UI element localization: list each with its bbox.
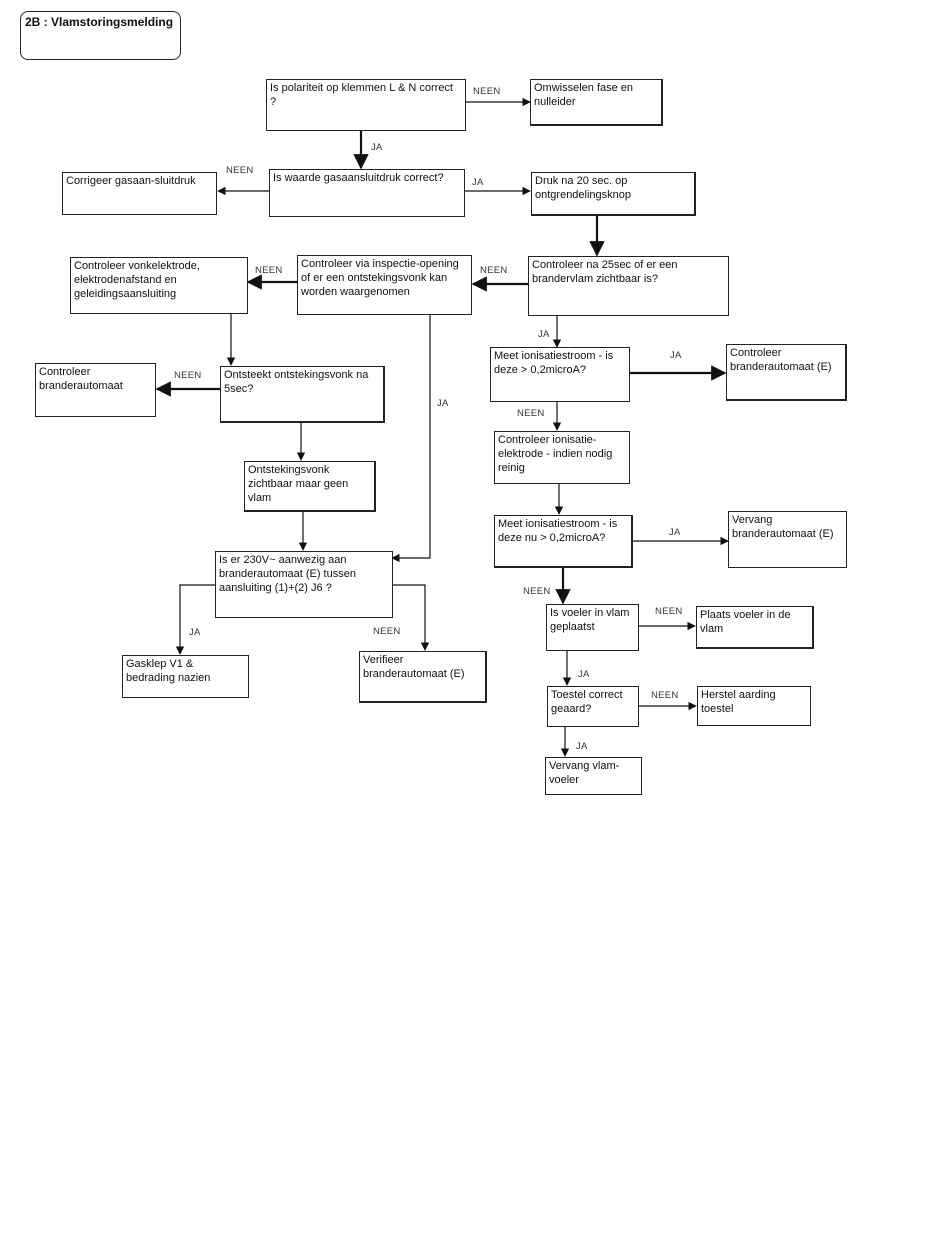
box-druk: Druk na 20 sec. op ontgrendelingsknop xyxy=(531,172,696,216)
label-neen: NEEN xyxy=(174,370,202,381)
label-ja: JA xyxy=(578,669,590,680)
label-neen: NEEN xyxy=(255,265,283,276)
label-ja: JA xyxy=(437,398,449,409)
box-verifieer: Verifieer branderautomaat (E) xyxy=(359,651,487,703)
arrow-inspectie-is230 xyxy=(391,315,431,563)
box-ontstekingsvonk: Ontstekingsvonk zichtbaar maar geen vlam xyxy=(244,461,376,512)
box-vonkelektrode: Controleer vonkelektrode, elektrodenafst… xyxy=(70,257,248,314)
box-controleer25: Controleer na 25sec of er een brandervla… xyxy=(528,256,729,316)
label-ja: JA xyxy=(371,142,383,153)
label-neen: NEEN xyxy=(473,86,501,97)
box-toestel-geaard: Toestel correct geaard? xyxy=(547,686,639,727)
box-vervang-branderautomaat: Vervang branderautomaat (E) xyxy=(728,511,847,568)
label-neen: NEEN xyxy=(480,265,508,276)
box-plaats-voeler: Plaats voeler in de vlam xyxy=(696,606,814,649)
box-ontsteekt: Ontsteekt ontstekingsvonk na 5sec? xyxy=(220,366,385,423)
box-ionisatie-elektrode: Controleer ionisatie- elektrode - indien… xyxy=(494,431,630,484)
box-gasaansluitdruk: Is waarde gasaansluitdruk correct? xyxy=(269,169,465,217)
box-gasklep: Gasklep V1 & bedrading nazien xyxy=(122,655,249,698)
label-neen: NEEN xyxy=(523,586,551,597)
label-ja: JA xyxy=(189,627,201,638)
label-ja: JA xyxy=(669,527,681,538)
label-neen: NEEN xyxy=(373,626,401,637)
label-neen: NEEN xyxy=(226,165,254,176)
chart-title: 2B : Vlamstoringsmelding xyxy=(20,11,181,60)
label-ja: JA xyxy=(670,350,682,361)
box-meet2: Meet ionisatiestroom - is deze nu > 0,2m… xyxy=(494,515,633,568)
label-ja: JA xyxy=(538,329,550,340)
box-is230: Is er 230V~ aanwezig aan branderautomaat… xyxy=(215,551,393,618)
box-vervang-vlamvoeler: Vervang vlam- voeler xyxy=(545,757,642,795)
box-herstel-aarding: Herstel aarding toestel xyxy=(697,686,811,726)
box-meet1: Meet ionisatiestroom - is deze > 0,2micr… xyxy=(490,347,630,402)
box-controleer-branderautomaat-e: Controleer branderautomaat (E) xyxy=(726,344,847,401)
label-ja: JA xyxy=(472,177,484,188)
box-corrigeer: Corrigeer gasaan-sluitdruk xyxy=(62,172,217,215)
label-neen: NEEN xyxy=(651,690,679,701)
box-omwisselen: Omwisselen fase en nulleider xyxy=(530,79,663,126)
box-inspectie: Controleer via inspectie-opening of er e… xyxy=(297,255,472,315)
arrow-is230-verifieer xyxy=(392,584,430,651)
arrow-is230-gasklep xyxy=(175,584,216,655)
box-voeler-in-vlam: Is voeler in vlam geplaatst xyxy=(546,604,639,651)
label-ja: JA xyxy=(576,741,588,752)
box-controleer-branderautomaat: Controleer branderautomaat xyxy=(35,363,156,417)
label-neen: NEEN xyxy=(517,408,545,419)
label-neen: NEEN xyxy=(655,606,683,617)
box-polariteit: Is polariteit op klemmen L & N correct ? xyxy=(266,79,466,131)
